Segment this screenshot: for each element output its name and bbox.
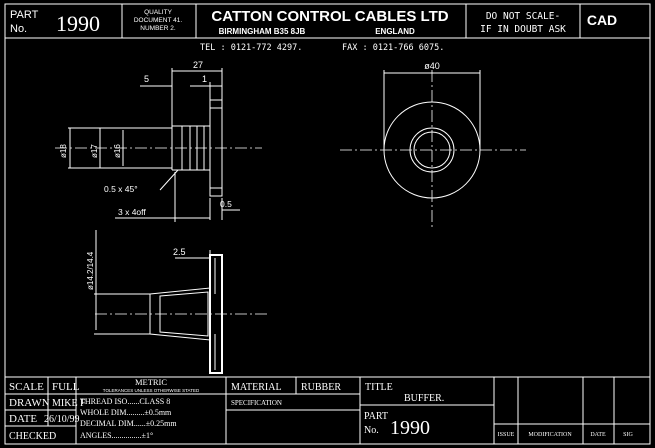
dim-1: 1	[202, 74, 207, 84]
quality-document-line3: NUMBER 2.	[140, 25, 176, 32]
dim-0-5: 0.5	[220, 199, 232, 209]
title-value: BUFFER.	[404, 393, 444, 404]
do-not-scale-line2: IF IN DOUBT ASK	[480, 24, 566, 35]
company-name: CATTON CONTROL CABLES LTD	[211, 8, 448, 25]
company-country: ENGLAND	[375, 27, 415, 36]
header-part-no-label: No.	[10, 23, 27, 35]
title-label: TITLE	[365, 382, 393, 393]
tolerance-decimal-dim: DECIMAL DIM......±0.25mm	[80, 419, 177, 428]
metric-heading: METRIC	[135, 377, 167, 387]
title-block: SCALE FULL DRAWN MIKE F DATE 26/10/99 CH…	[5, 376, 650, 444]
title-part-number: 1990	[390, 417, 430, 439]
drawn-value: MIKE F	[52, 398, 86, 409]
company-telephone: TEL : 0121-772 4297.	[200, 43, 302, 53]
dim-2-5: 2.5	[173, 247, 186, 257]
tolerance-angles: ANGLES...............±1°	[80, 431, 153, 440]
quality-document-line2: DOCUMENT 41.	[134, 17, 182, 24]
revision-date-header: DATE	[590, 432, 606, 438]
dim-chamfer: 0.5 x 45°	[104, 184, 138, 194]
revision-sig-header: SIG	[623, 432, 633, 438]
quality-document-line1: QUALITY	[144, 9, 172, 16]
dim-dia-14-2: ø14.2/14.4	[86, 251, 95, 290]
scale-label: SCALE	[9, 381, 44, 393]
header-block: PART No. 1990 QUALITY DOCUMENT 41. NUMBE…	[5, 4, 650, 53]
dim-dia-40: ø40	[424, 61, 440, 71]
company-city: BIRMINGHAM B35 8JB	[219, 27, 306, 36]
section-view: ø14.2/14.4 2.5	[86, 230, 270, 374]
material-value: RUBBER	[301, 382, 341, 393]
part-label: PART	[364, 411, 388, 422]
end-view: ø40	[340, 61, 526, 228]
scale-value: FULL	[52, 381, 80, 393]
date-label: DATE	[9, 413, 37, 425]
checked-label: CHECKED	[9, 431, 56, 442]
part-no-label: No.	[364, 425, 379, 436]
date-value: 26/10/99	[44, 414, 80, 425]
dim-dia-18: ø18	[59, 144, 68, 158]
tolerance-whole-dim: WHOLE DIM.........±0.5mm	[80, 408, 172, 417]
specification-label: SPECIFICATION	[231, 399, 282, 407]
cad-label: CAD	[587, 12, 617, 28]
dim-27: 27	[193, 60, 203, 70]
header-part-label: PART	[10, 9, 39, 21]
drawn-label: DRAWN	[9, 397, 50, 409]
sheet-border	[4, 3, 651, 445]
dim-5: 5	[144, 74, 149, 84]
side-view: 27 5 1 ø18 ø17 ø16 0.5 x 45° 3 x 4off 0.…	[55, 60, 262, 222]
revision-modification-header: MODIFICATION	[528, 432, 572, 438]
company-fax: FAX : 0121-766 6075.	[342, 43, 444, 53]
dim-dia-16: ø16	[113, 144, 122, 158]
do-not-scale-line1: DO NOT SCALE-	[486, 11, 560, 22]
header-part-number: 1990	[56, 11, 100, 36]
tolerance-thread: THREAD ISO......CLASS 8	[80, 397, 170, 406]
revision-issue-header: ISSUE	[498, 432, 515, 438]
dim-grooves: 3 x 4off	[118, 207, 146, 217]
tolerances-subheading: TOLERANCES UNLESS OTHERWISE STATED	[103, 388, 200, 393]
dim-dia-17: ø17	[90, 144, 99, 158]
material-label: MATERIAL	[231, 382, 282, 393]
